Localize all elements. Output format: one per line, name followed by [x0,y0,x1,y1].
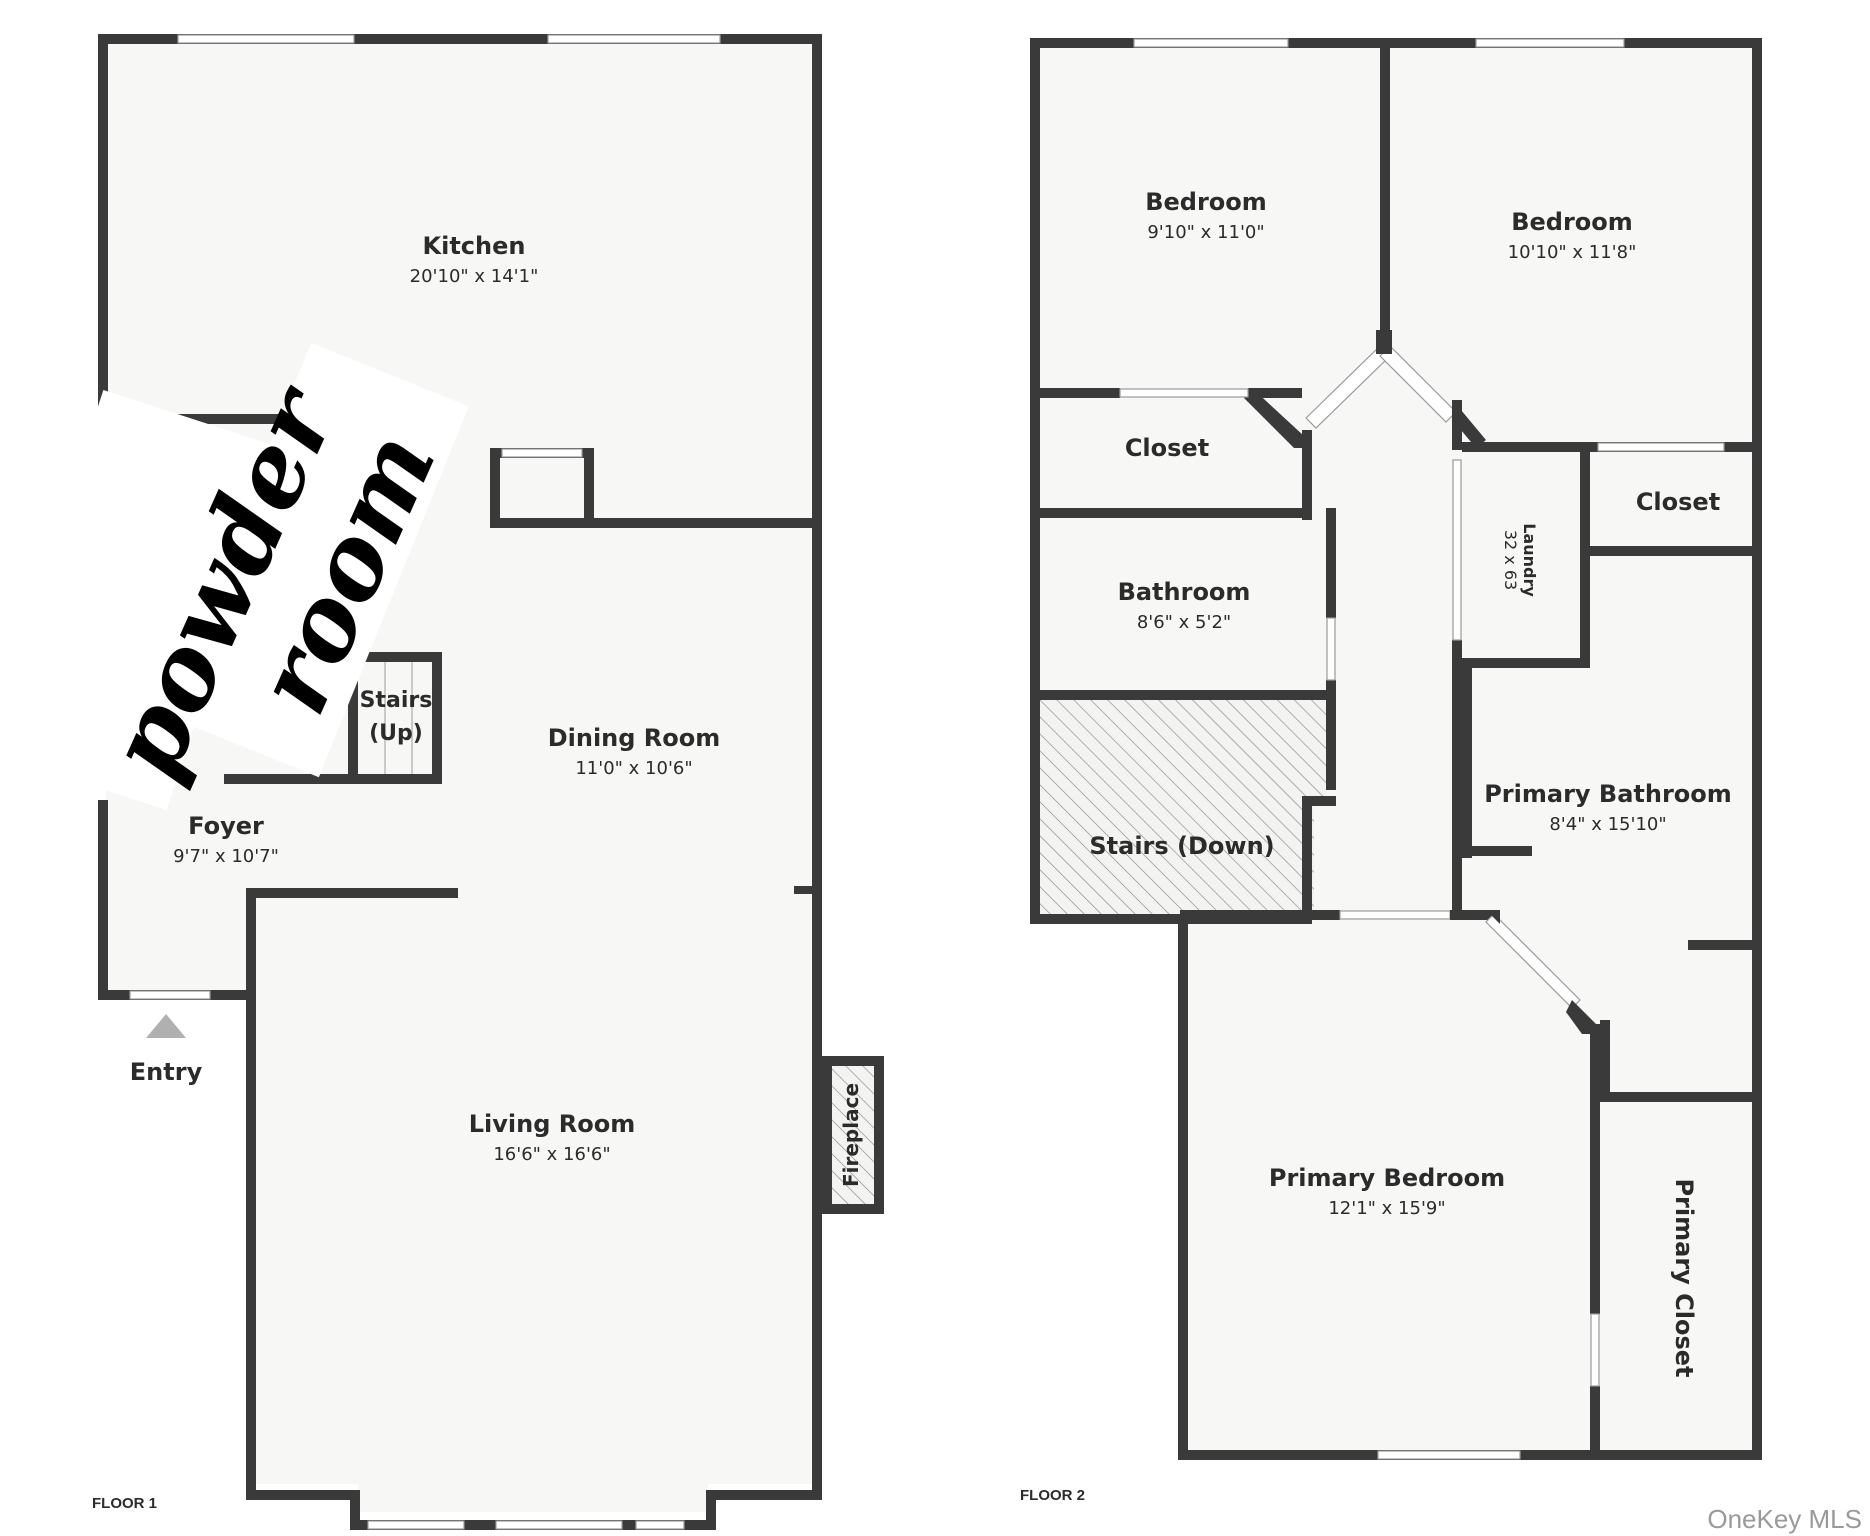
room-dims-bathroom: 8'6" x 5'2" [1137,612,1231,633]
fireplace-hearth [832,1066,874,1204]
stairs-down-hatch [1040,700,1326,914]
room-label-laundry: Laundry [1520,523,1539,597]
room-dims-living: 16'6" x 16'6" [493,1144,610,1165]
floor-2-plan: Bedroom 9'10" x 11'0" Bedroom 10'10" x 1… [1020,38,1762,1504]
stairs-up-label: Stairs [360,688,433,713]
stairs-down-label: Stairs (Down) [1089,832,1274,860]
floor-1-label: FLOOR 1 [92,1495,157,1512]
room-label-dining: Dining Room [548,724,721,752]
fireplace-label: Fireplace [839,1083,863,1187]
watermark: OneKey MLS [1707,1504,1862,1534]
room-dims-bedroom-1: 9'10" x 11'0" [1147,222,1264,243]
entry-arrow-icon [146,1014,186,1038]
entry-label: Entry [130,1058,203,1086]
room-dims-laundry: 32 x 63 [1501,530,1520,590]
room-dims-dining: 11'0" x 10'6" [575,758,692,779]
room-dims-primary-bathroom: 8'4" x 15'10" [1549,814,1666,835]
room-label-closet-2: Closet [1636,488,1720,516]
room-label-kitchen: Kitchen [423,232,526,260]
room-label-bathroom: Bathroom [1118,578,1251,606]
room-label-primary-bathroom: Primary Bathroom [1484,780,1732,808]
room-label-bedroom-2: Bedroom [1511,208,1633,236]
room-label-living: Living Room [469,1110,635,1138]
room-dims-primary-bedroom: 12'1" x 15'9" [1328,1198,1445,1219]
room-dims-kitchen: 20'10" x 14'1" [410,266,539,287]
room-dims-bedroom-2: 10'10" x 11'8" [1508,242,1637,263]
room-label-foyer: Foyer [188,812,264,840]
floor-2-label: FLOOR 2 [1020,1487,1085,1504]
stairs-up-sub: (Up) [369,721,423,746]
floor-1-plan: powder room Kitchen 20'10" x 14'1" Dinin… [0,34,884,1530]
room-label-closet-1: Closet [1125,434,1209,462]
room-label-bedroom-1: Bedroom [1145,188,1267,216]
room-dims-foyer: 9'7" x 10'7" [173,846,279,867]
room-label-primary-bedroom: Primary Bedroom [1269,1164,1505,1192]
room-label-primary-closet: Primary Closet [1670,1178,1698,1377]
